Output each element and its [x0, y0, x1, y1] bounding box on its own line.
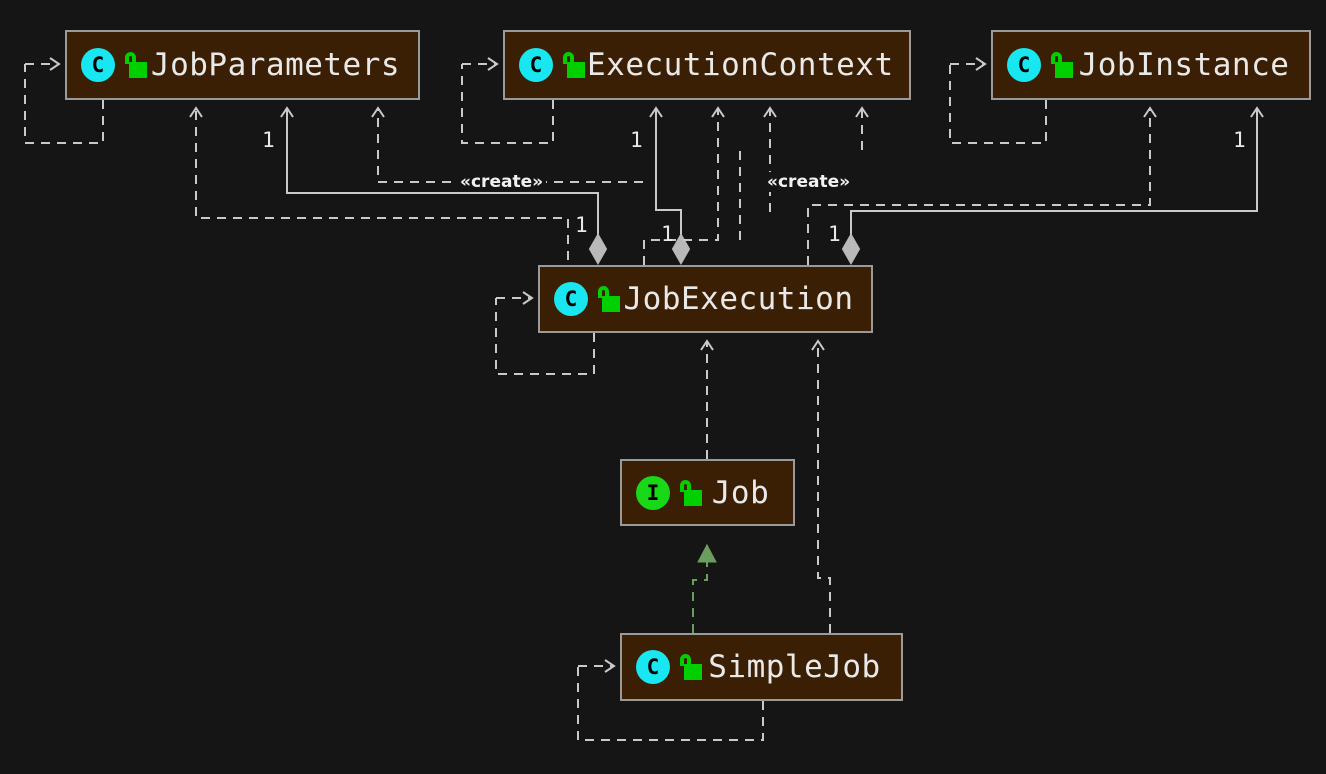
- unlocked-padlock-icon: [561, 51, 587, 79]
- association-jobexecution-jobinstance: [841, 106, 1264, 266]
- dependency-create-jobparameters: [371, 106, 643, 183]
- dependency-jobexecution-jobparameters: [189, 106, 569, 260]
- interface-node-job[interactable]: I Job: [620, 459, 795, 526]
- multiplicity-label: 1: [575, 213, 588, 237]
- multiplicity-label: 1: [661, 222, 674, 246]
- self-dependency-jobexecution: [495, 291, 595, 375]
- multiplicity-label: 1: [828, 222, 841, 246]
- unlocked-padlock-icon: [596, 285, 622, 313]
- unlocked-padlock-icon: [678, 653, 704, 681]
- self-dependency-jobinstance: [949, 57, 1047, 144]
- class-node-simplejob[interactable]: C SimpleJob: [620, 633, 903, 701]
- class-badge-icon: C: [636, 650, 670, 684]
- class-name-label: SimpleJob: [708, 649, 881, 685]
- realization-simplejob-job: [692, 543, 717, 633]
- unlocked-padlock-icon: [1049, 51, 1075, 79]
- association-jobexecution-executioncontext: [649, 106, 691, 266]
- class-node-jobparameters[interactable]: C JobParameters: [65, 30, 420, 100]
- class-name-label: JobParameters: [150, 47, 401, 83]
- multiplicity-label: 1: [1233, 128, 1246, 152]
- class-name-label: JobInstance: [1078, 47, 1290, 83]
- class-name-label: ExecutionContext: [587, 47, 894, 83]
- unlocked-padlock-icon: [123, 51, 149, 79]
- interface-name-label: Job: [711, 474, 770, 511]
- stereotype-label-create: «create»: [457, 172, 547, 192]
- stereotype-label-create: «create»: [764, 172, 854, 192]
- class-badge-icon: C: [81, 48, 115, 82]
- class-node-jobexecution[interactable]: C JobExecution: [538, 265, 873, 333]
- dependency-jobexecution-jobinstance: [807, 106, 1157, 265]
- self-dependency-jobparameters: [24, 57, 104, 144]
- dependency-jobexecution-executioncontext: [643, 106, 725, 265]
- unlocked-padlock-icon: [678, 479, 704, 507]
- dependency-simplejob-jobexecution: [811, 339, 831, 633]
- class-node-executioncontext[interactable]: C ExecutionContext: [503, 30, 911, 100]
- self-dependency-executioncontext: [461, 57, 554, 144]
- multiplicity-label: 1: [630, 128, 643, 152]
- class-name-label: JobExecution: [623, 281, 854, 317]
- class-badge-icon: C: [1007, 48, 1041, 82]
- dependency-create-executioncontext: [739, 106, 869, 240]
- class-badge-icon: C: [554, 282, 588, 316]
- class-badge-icon: C: [519, 48, 553, 82]
- interface-badge-icon: I: [636, 475, 670, 510]
- multiplicity-label: 1: [262, 128, 275, 152]
- class-node-jobinstance[interactable]: C JobInstance: [991, 30, 1311, 100]
- association-jobexecution-jobparameters: [280, 106, 608, 266]
- self-dependency-simplejob: [577, 659, 764, 741]
